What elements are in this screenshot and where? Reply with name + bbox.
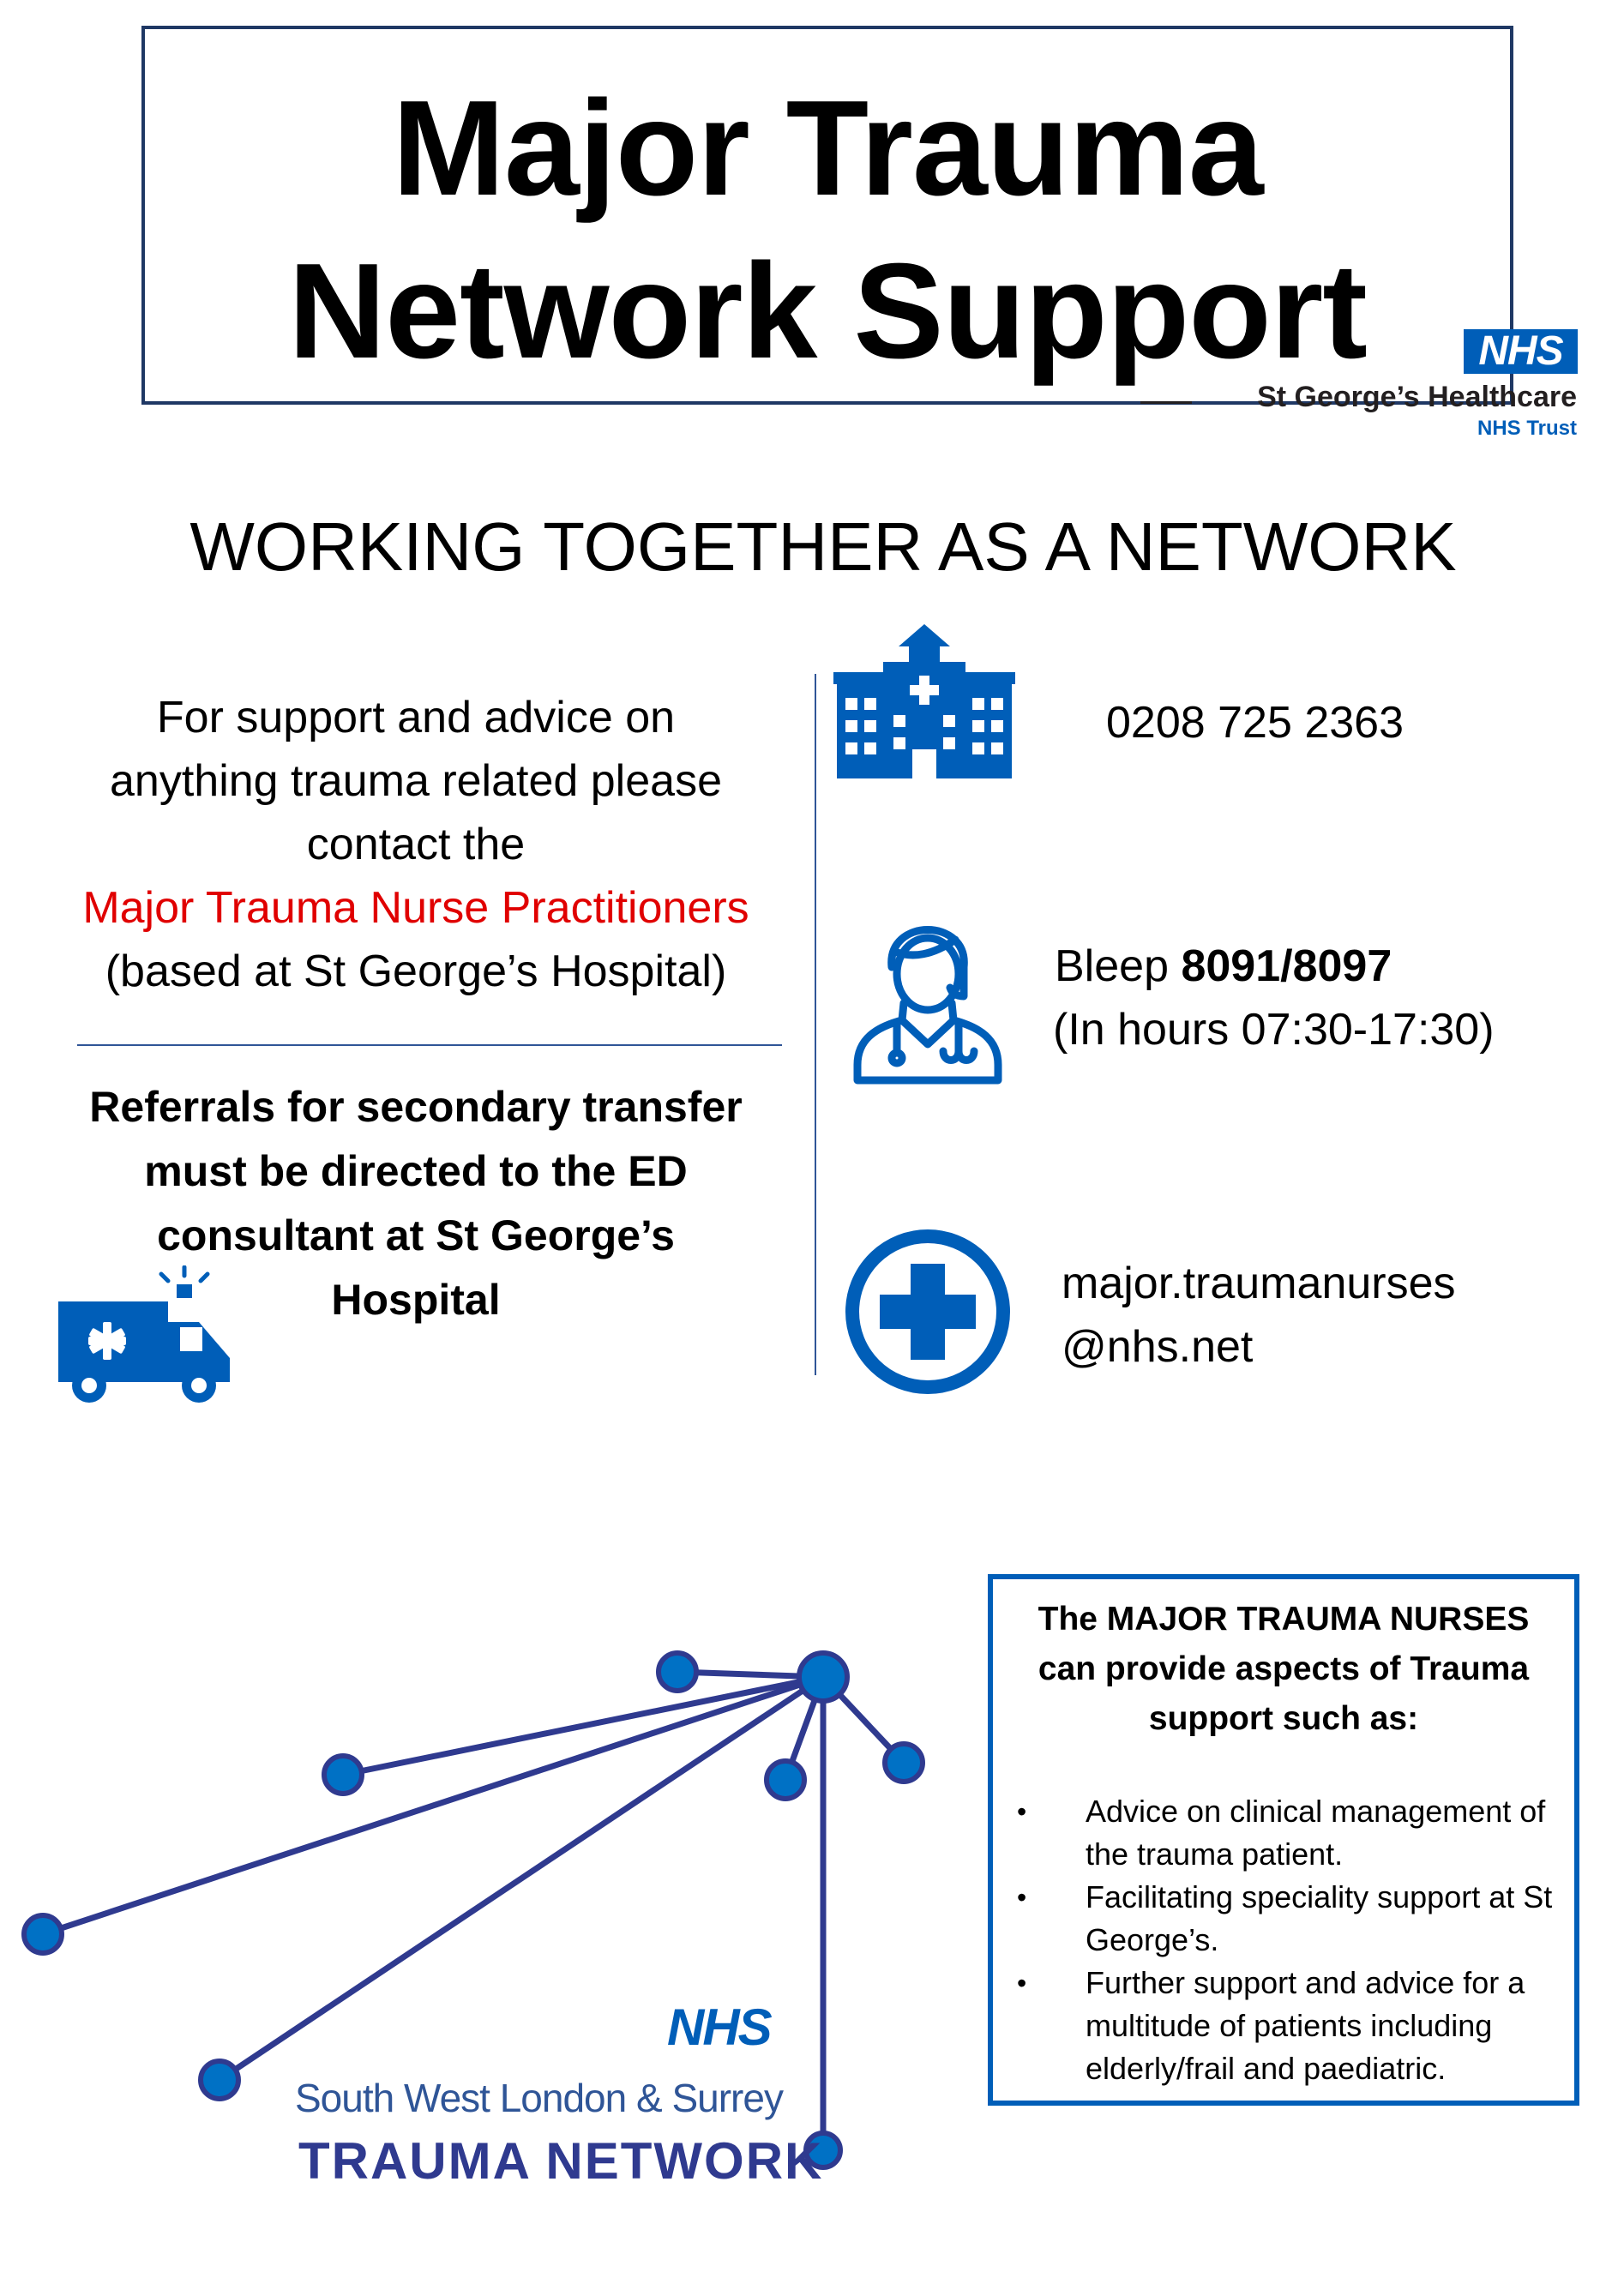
divider-horizontal: [77, 1044, 782, 1046]
nhs-logo: NHS: [1464, 329, 1578, 374]
list-item: Facilitating speciality support at St Ge…: [993, 1876, 1574, 1962]
intro-line: For support and advice on: [156, 693, 676, 742]
trauma-network-graphic: [21, 1650, 925, 2170]
title-line-2: Network Support: [288, 236, 1368, 387]
intro-line: contact the: [306, 820, 526, 869]
logo-rule: [1140, 401, 1192, 404]
nurse-icon: [853, 926, 1002, 1085]
info-box: The MAJOR TRAUMA NURSES can provide aspe…: [988, 1574, 1579, 2106]
info-list: Advice on clinical management of the tra…: [993, 1790, 1574, 2090]
intro-text: For support and advice on anything traum…: [43, 686, 789, 1003]
phone-number: 0208 725 2363: [1106, 698, 1404, 748]
bleep-number: 8091/8097: [1181, 941, 1392, 991]
referral-line: consultant at St George’s: [157, 1211, 675, 1259]
network-nhs-logo: NHS: [667, 1998, 773, 2056]
info-heading: The MAJOR TRAUMA NURSES can provide aspe…: [1010, 1595, 1557, 1744]
network-title: TRAUMA NETWORK: [298, 2132, 824, 2190]
network-subtitle: South West London & Surrey: [295, 2076, 784, 2120]
referral-line: Hospital: [331, 1276, 501, 1324]
title-box: Major Trauma Network Support: [141, 26, 1513, 405]
title-line-1: Major Trauma: [392, 73, 1263, 224]
intro-line: (based at St George’s Hospital): [105, 947, 727, 996]
referral-line: must be directed to the ED: [144, 1147, 688, 1195]
email-line-2: @nhs.net: [1062, 1322, 1254, 1372]
email-line-1: major.traumanurses: [1062, 1259, 1456, 1308]
bleep-label: Bleep: [1055, 941, 1182, 991]
org-trust: NHS Trust: [1477, 417, 1577, 440]
info-heading-line: can provide aspects of Trauma: [1038, 1650, 1530, 1687]
intro-line: anything trauma related please: [109, 756, 722, 806]
medical-cross-icon: [845, 1229, 1010, 1394]
ambulance-icon: [58, 1265, 230, 1403]
referral-text: Referrals for secondary transfer must be…: [43, 1075, 789, 1332]
info-heading-line: support such as:: [1148, 1700, 1419, 1737]
hospital-building-icon: [833, 624, 1015, 778]
bleep-line: Bleep 8091/8097: [1055, 935, 1392, 998]
intro-highlight: Major Trauma Nurse Practitioners: [82, 883, 749, 933]
referral-line: Referrals for secondary transfer: [89, 1083, 743, 1131]
info-heading-line: The MAJOR TRAUMA NURSES: [1038, 1601, 1530, 1638]
list-item: Advice on clinical management of the tra…: [993, 1790, 1574, 1876]
list-item: Further support and advice for a multitu…: [993, 1962, 1574, 2090]
bleep-hours: (In hours 07:30-17:30): [1053, 1005, 1495, 1055]
divider-vertical: [815, 674, 816, 1375]
headline: WORKING TOGETHER AS A NETWORK: [189, 508, 1457, 585]
org-name: St George’s Healthcare: [1257, 381, 1577, 413]
